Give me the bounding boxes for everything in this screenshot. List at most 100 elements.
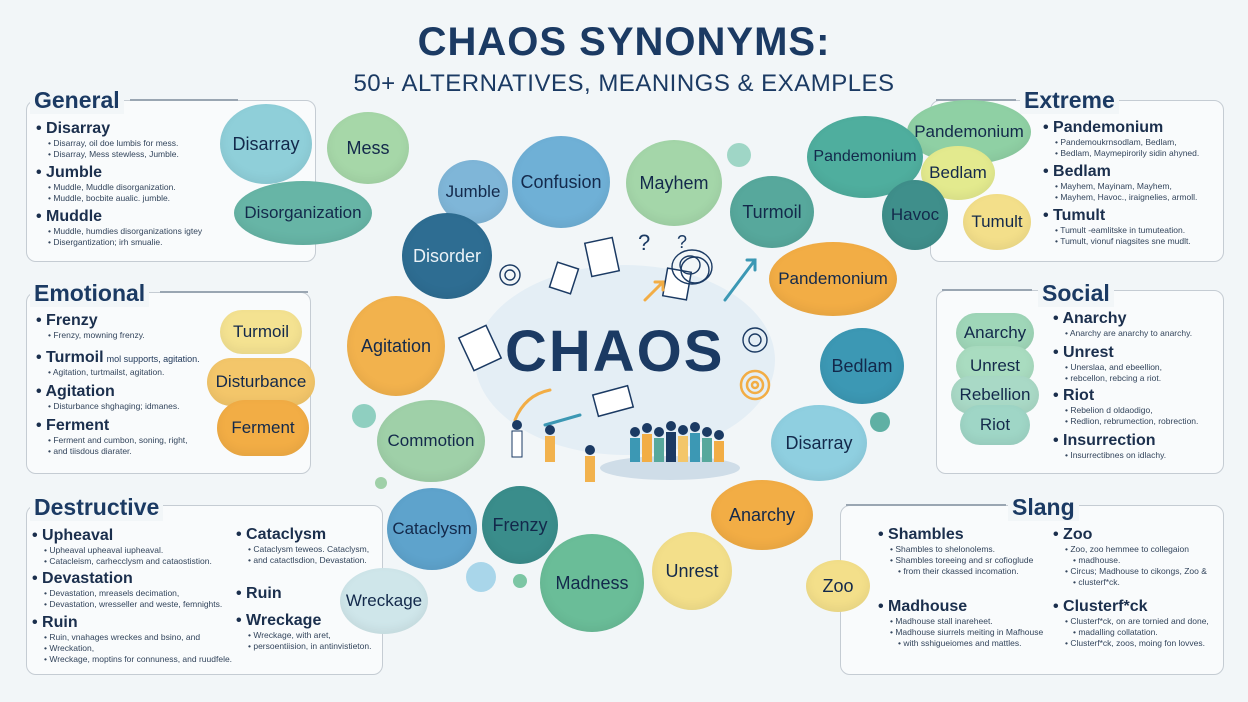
entry-term: Ruin <box>32 614 232 632</box>
extreme-item-pandemonium: Pandemonium Pandemoukrnsodlam, Bedlam,Be… <box>1043 119 1199 159</box>
entry-desc: with sshigueiomes and mattles. <box>898 638 1043 649</box>
entry-desc: Circus; Madhouse to cikongs, Zoo & <box>1065 566 1207 577</box>
entry-term: Upheaval <box>32 527 212 545</box>
entry-desc: from their ckassed incomation. <box>898 566 1033 577</box>
entry-term: Unrest <box>1053 344 1162 362</box>
bubble-pandemonium: Pandemonium <box>769 242 897 316</box>
entry-desc: Tumult -eamlitske in tumuteation. <box>1055 225 1191 236</box>
emotional-item-frenzy: Frenzy Frenzy, mowning frenzy. <box>36 312 145 341</box>
slang-item-madhouse: Madhouse Madhouse stall inareheet.Madhou… <box>878 598 1043 649</box>
bubble-disorder: Disorder <box>402 213 492 299</box>
emotional-chip-turmoil: Turmoil <box>220 310 302 354</box>
entry-term: Cataclysm <box>236 526 369 544</box>
entry-desc: Madhouse stall inareheet. <box>890 616 1043 627</box>
general-title-line <box>130 99 238 101</box>
entry-desc: Muddle, humdies disorganizations igtey <box>48 226 202 237</box>
page-title: CHAOS SYNONYMS: <box>417 20 831 64</box>
bubble-disarray: Disarray <box>771 405 867 481</box>
social-title-line <box>942 289 1032 291</box>
bubble-disorganization: Disorganization <box>234 181 372 245</box>
paper-icon <box>457 236 693 418</box>
entry-desc: and catactlsdion, Devastation. <box>248 555 369 566</box>
slang-title: Slang <box>1008 494 1079 521</box>
slang-title-line <box>846 504 1006 506</box>
entry-desc: persoentiision, in antinvistieton. <box>248 641 371 652</box>
spiral-icon <box>499 264 768 353</box>
emotional-item-turmoil: Turmoil mol supports, agitation. Agitati… <box>36 349 200 378</box>
entry-desc: Devastation, mreasels decimation, <box>44 588 222 599</box>
bubble-turmoil: Turmoil <box>730 176 814 248</box>
social-item-anarchy: Anarchy Anarchy are anarchy to anarchy. <box>1053 310 1192 339</box>
entry-term: Frenzy <box>36 312 145 330</box>
entry-desc: Clusterf*ck, zoos, moing fon lovves. <box>1065 638 1209 649</box>
entry-desc: Devastation, wresseller and weste, femni… <box>44 599 222 610</box>
bubble-anarchy: Anarchy <box>711 480 813 550</box>
entry-extra: mol supports, agitation. <box>106 354 200 364</box>
bubble-cataclysm: Cataclysm <box>387 488 477 570</box>
bubble-frenzy: Frenzy <box>482 486 558 564</box>
entry-term: Pandemonium <box>1043 119 1199 137</box>
destructive-item-devastation: Devastation Devastation, mreasels decima… <box>32 570 222 610</box>
extreme-title: Extreme <box>1020 87 1119 114</box>
entry-term: Ferment <box>36 417 188 435</box>
emotional-item-ferment: Ferment Ferment and cumbon, soning, righ… <box>36 417 188 457</box>
general-title: General <box>30 87 124 114</box>
destructive-item-wreckage: Wreckage Wreckage, with aret,persoentiis… <box>236 612 371 652</box>
person-icon <box>511 420 595 482</box>
entry-term: Ruin <box>236 585 282 603</box>
entry-term: Agitation <box>36 383 180 401</box>
destructive-item-ruin-2: Ruin <box>236 585 282 603</box>
entry-desc: Muddle, bocbite aualic. jumble. <box>48 193 176 204</box>
slang-bubble-zoo: Zoo <box>806 560 870 612</box>
extreme-bubble-tumult: Tumult <box>963 194 1031 250</box>
entry-desc: Clusterf*ck, on are tornied and done, <box>1065 616 1208 627</box>
entry-term: Jumble <box>36 164 176 182</box>
entry-desc: Zoo, zoo hemmee to collegaion <box>1065 544 1207 555</box>
decor-dot <box>375 477 387 489</box>
bubble-unrest: Unrest <box>652 532 732 610</box>
bubble-confusion: Confusion <box>512 136 610 228</box>
decor-dot <box>352 404 376 428</box>
decor-dot <box>870 412 890 432</box>
bubble-mayhem: Mayhem <box>626 140 722 226</box>
entry-term: Zoo <box>1053 526 1207 544</box>
entry-term: Insurrection <box>1053 432 1166 450</box>
destructive-bubble-wreckage: Wreckage <box>340 568 428 634</box>
entry-term: Shambles <box>878 526 1033 544</box>
spiral-icon <box>739 369 771 401</box>
slang-item-clusterfck: Clusterf*ck Clusterf*ck, on are tornied … <box>1053 598 1209 649</box>
emotional-title-line <box>160 291 308 293</box>
general-item-disarray: Disarray Disarray, oil doe lumbis for me… <box>36 120 179 160</box>
entry-desc: Muddle, Muddle disorganization. <box>48 182 175 193</box>
entry-desc: madhouse. <box>1073 555 1207 566</box>
entry-desc: Wreckage, moptins for connuness, and ruu… <box>44 654 232 665</box>
bubble-agitation: Agitation <box>347 296 445 396</box>
entry-desc: Cataclysm teweos. Cataclysm, <box>248 544 369 555</box>
bubble-bedlam: Bedlam <box>820 328 904 404</box>
entry-desc: and tiisdous diarater. <box>48 446 188 457</box>
destructive-title: Destructive <box>30 494 164 521</box>
entry-desc: Mayhem, Mayinam, Mayhem, <box>1055 181 1197 192</box>
slang-item-shambles: Shambles Shambles to shelonolems.Shamble… <box>878 526 1033 577</box>
entry-desc: Mayhem, Havoc., iraignelies, armoll. <box>1055 192 1197 203</box>
question-mark-icon: ? <box>638 230 650 255</box>
entry-desc: rebcellon, rebcing a riot. <box>1065 373 1162 384</box>
entry-desc: Shambles toreeing and sr cofioglude <box>890 555 1033 566</box>
slang-item-zoo: Zoo Zoo, zoo hemmee to collegaionmadhous… <box>1053 526 1207 588</box>
emotional-chip-ferment: Ferment <box>217 400 309 456</box>
center-word: CHAOS <box>505 319 725 384</box>
extreme-bubble-havoc: Havoc <box>882 180 948 250</box>
extreme-title-line <box>936 99 1016 101</box>
entry-desc: Upheaval upheaval iupheaval. <box>44 545 212 556</box>
entry-term: Disarray <box>36 120 179 138</box>
destructive-item-upheaval: Upheaval Upheaval upheaval iupheaval.Cat… <box>32 527 212 567</box>
entry-desc: Pandemoukrnsodlam, Bedlam, <box>1055 137 1199 148</box>
general-item-jumble: Jumble Muddle, Muddle disorganization.Mu… <box>36 164 176 204</box>
social-item-insurrection: Insurrection Insurrectibnes on idlachy. <box>1053 432 1166 461</box>
chaos-illustration: ? ? <box>457 230 775 482</box>
entry-desc: Ruin, vnahages wreckes and bsino, and <box>44 632 232 643</box>
entry-desc: Disarray, oil doe lumbis for mess. <box>48 138 179 149</box>
entry-term: Tumult <box>1043 207 1191 225</box>
entry-term: Muddle <box>36 208 202 226</box>
bubble-commotion: Commotion <box>377 400 485 482</box>
